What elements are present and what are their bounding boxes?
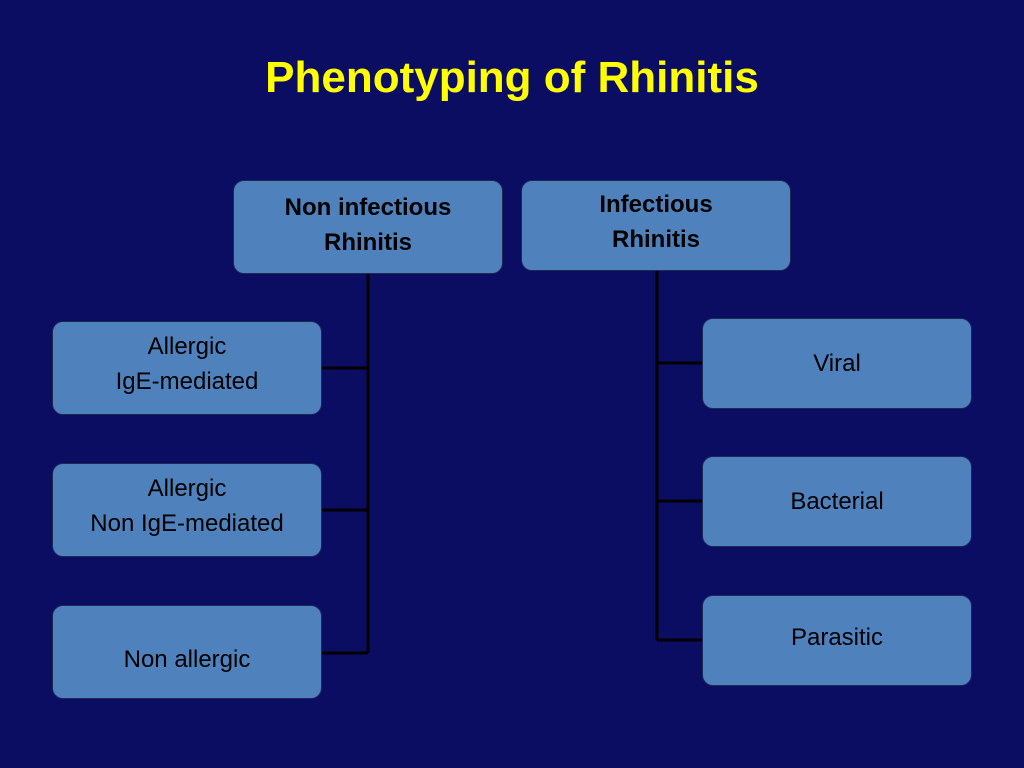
viral-label: Viral <box>813 350 861 377</box>
non-infectious-rhinitis-box: Non infectious Rhinitis <box>233 180 503 274</box>
non-infectious-rhinitis-label: Non infectious Rhinitis <box>284 194 452 256</box>
non-allergic-label: Non allergic <box>123 645 251 673</box>
infectious-rhinitis-box: Infectious Rhinitis <box>521 180 791 271</box>
slide-title: Phenotyping of Rhinitis <box>265 53 759 102</box>
viral-box: Viral <box>702 318 972 409</box>
allergic-non-ige-mediated-label: Allergic Non IgE-mediated <box>90 475 284 537</box>
allergic-ige-mediated-label: Allergic IgE-mediated <box>115 333 259 395</box>
infectious-rhinitis-label: Infectious Rhinitis <box>599 191 713 253</box>
allergic-non-ige-mediated-box: Allergic Non IgE-mediated <box>52 463 322 557</box>
non-allergic-box: Non allergic <box>52 605 322 699</box>
bacterial-box: Bacterial <box>702 456 972 547</box>
parasitic-label: Parasitic <box>790 624 884 651</box>
bacterial-label: Bacterial <box>790 488 884 515</box>
parasitic-box: Parasitic <box>702 595 972 686</box>
allergic-ige-mediated-box: Allergic IgE-mediated <box>52 321 322 415</box>
